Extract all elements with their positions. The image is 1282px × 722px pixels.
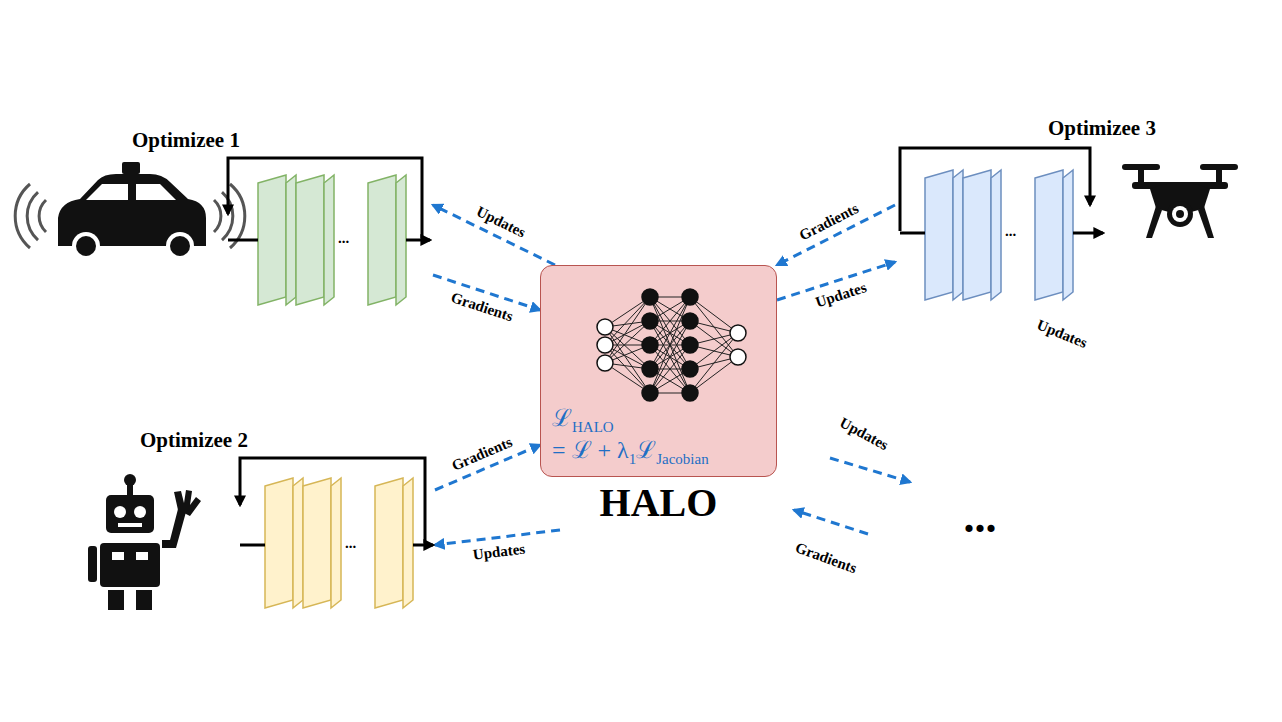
car-icon — [15, 162, 245, 260]
neuron — [730, 325, 746, 341]
neuron — [597, 319, 613, 335]
formula-subscript: HALO — [572, 419, 614, 435]
dashed-flow-arrow — [435, 530, 560, 545]
network-link — [650, 321, 690, 393]
gradients-arrow — [794, 510, 868, 534]
network-link — [690, 357, 738, 393]
loop-arrow — [900, 148, 1090, 231]
network-layer — [963, 170, 991, 300]
neuron — [597, 355, 613, 371]
loop-arrow — [240, 458, 425, 543]
robot-icon — [88, 474, 201, 610]
optimizee-block: Optimizee 2... — [135, 422, 435, 612]
network-layer — [375, 478, 403, 608]
network-layer — [303, 478, 331, 608]
optimizee-block: Optimizee 1... — [128, 122, 433, 309]
network-layer — [991, 170, 1001, 300]
network-layer — [368, 175, 396, 305]
optimizee-title: Optimizee 1 — [132, 128, 240, 152]
optimizer-name: HALO — [540, 481, 777, 525]
edge-label: Gradients — [447, 433, 516, 475]
output-arrow — [406, 239, 430, 242]
drone-icon — [1122, 164, 1238, 238]
formula-term: = ℒ + λ — [552, 437, 629, 463]
edge-label: Updates — [811, 279, 870, 312]
network-layer — [324, 175, 334, 305]
neuron — [682, 289, 698, 305]
neuron — [642, 289, 658, 305]
gradients-label: Gradients — [791, 539, 861, 578]
input-line — [900, 232, 925, 235]
network-layer — [258, 175, 286, 305]
sensor-waves — [15, 184, 245, 248]
edge-label: Updates — [470, 541, 528, 564]
formula-term: ℒ — [636, 437, 656, 463]
network-layer — [1035, 170, 1063, 300]
edge-label: Updates — [472, 202, 530, 242]
layer-ellipsis: ... — [1003, 224, 1018, 239]
optimizee-title: Optimizee 3 — [1048, 116, 1156, 140]
formula-term: ℒ — [552, 405, 572, 431]
layer-ellipsis: ... — [336, 231, 351, 246]
network-layer — [396, 175, 406, 305]
loop-arrow — [228, 158, 422, 238]
neuron — [682, 361, 698, 377]
updates-arrow — [830, 458, 910, 482]
edge-label: Gradients — [795, 199, 863, 245]
ellipsis-label: ... — [962, 500, 999, 535]
optimizer-box: ℒHALO= ℒ + λ1ℒJacobianHALO — [540, 265, 777, 530]
network-layer — [265, 478, 293, 608]
optimizee-block: Optimizee 3... — [895, 110, 1190, 305]
formula-subscript: Jacobian — [656, 451, 708, 467]
optimizee-title: Optimizee 2 — [140, 428, 248, 452]
output-arrow — [413, 544, 433, 547]
network-layer — [296, 175, 324, 305]
updates-label: Updates — [835, 413, 893, 454]
network-link — [650, 321, 690, 393]
free-arrows — [794, 458, 910, 534]
layer-ellipsis: ... — [343, 536, 358, 551]
neuron — [642, 337, 658, 353]
neuron — [682, 313, 698, 329]
neuron — [597, 337, 613, 353]
neuron — [642, 385, 658, 401]
network-layer — [403, 478, 413, 608]
network-layer — [293, 478, 303, 608]
input-line — [228, 239, 258, 242]
loss-formula-line: ℒHALO — [552, 405, 614, 431]
formula-subscript: 1 — [629, 451, 637, 467]
network-layer — [925, 170, 953, 300]
neuron — [682, 337, 698, 353]
network-layer — [1063, 170, 1073, 300]
network-link — [650, 297, 690, 369]
neuron — [730, 349, 746, 365]
edge-label: Gradients — [447, 288, 517, 325]
loss-formula-line: = ℒ + λ1ℒJacobian — [552, 437, 709, 463]
stray-updates-label: Updates — [1033, 316, 1092, 352]
network-link — [650, 297, 690, 369]
neuron — [642, 313, 658, 329]
neuron — [642, 361, 658, 377]
network-layer — [286, 175, 296, 305]
network-layer — [953, 170, 963, 300]
neuron — [682, 385, 698, 401]
input-line — [240, 544, 265, 547]
network-layer — [331, 478, 341, 608]
output-arrow — [1073, 232, 1103, 235]
